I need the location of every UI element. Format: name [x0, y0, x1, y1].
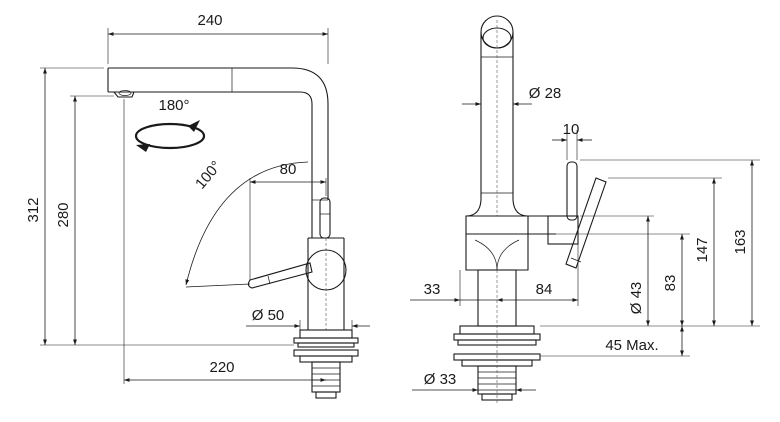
spout-nozzle [113, 90, 135, 98]
dim-body-diameter: Ø 43 [628, 282, 645, 315]
spout-outline [107, 67, 329, 238]
dim-lever-offset: 80 [280, 161, 297, 178]
dim-h-163: 163 [732, 229, 749, 254]
dim-tilt: 100° [192, 158, 225, 193]
mounting-base [293, 329, 359, 399]
front-lever [565, 161, 607, 269]
dim-counter-thickness: 45 Max. [605, 337, 658, 354]
dim-reach: 220 [209, 359, 234, 376]
front-extension-lines [459, 130, 760, 357]
front-spout [480, 15, 514, 216]
lever-up [319, 197, 331, 239]
dim-body-right: 84 [536, 281, 553, 298]
dim-width-top: 240 [197, 12, 222, 29]
dim-body-left: 33 [424, 281, 441, 298]
side-view: 240 312 280 180° 100° 80 Ø 50 220 [25, 12, 370, 399]
front-mounting-base [453, 270, 541, 404]
tilt-arc [185, 161, 309, 286]
lever-tilted [247, 262, 313, 289]
front-body [465, 199, 579, 327]
dim-h-83: 83 [662, 275, 679, 292]
dim-lever-width: 10 [563, 121, 580, 138]
extension-lines [40, 28, 353, 384]
dim-base-diameter: Ø 50 [252, 307, 285, 324]
dim-spout-diameter: Ø 28 [529, 85, 562, 102]
front-view: Ø 28 10 33 84 Ø 43 83 147 163 45 Max. Ø … [410, 15, 760, 404]
faucet-body [305, 237, 347, 330]
dim-height-total: 312 [25, 197, 42, 222]
dim-h-147: 147 [694, 237, 711, 262]
swivel-rotation-icon [134, 120, 206, 152]
dim-height-spout: 280 [55, 202, 72, 227]
dim-swivel: 180° [158, 97, 189, 114]
dim-shank-diameter: Ø 33 [424, 371, 457, 388]
